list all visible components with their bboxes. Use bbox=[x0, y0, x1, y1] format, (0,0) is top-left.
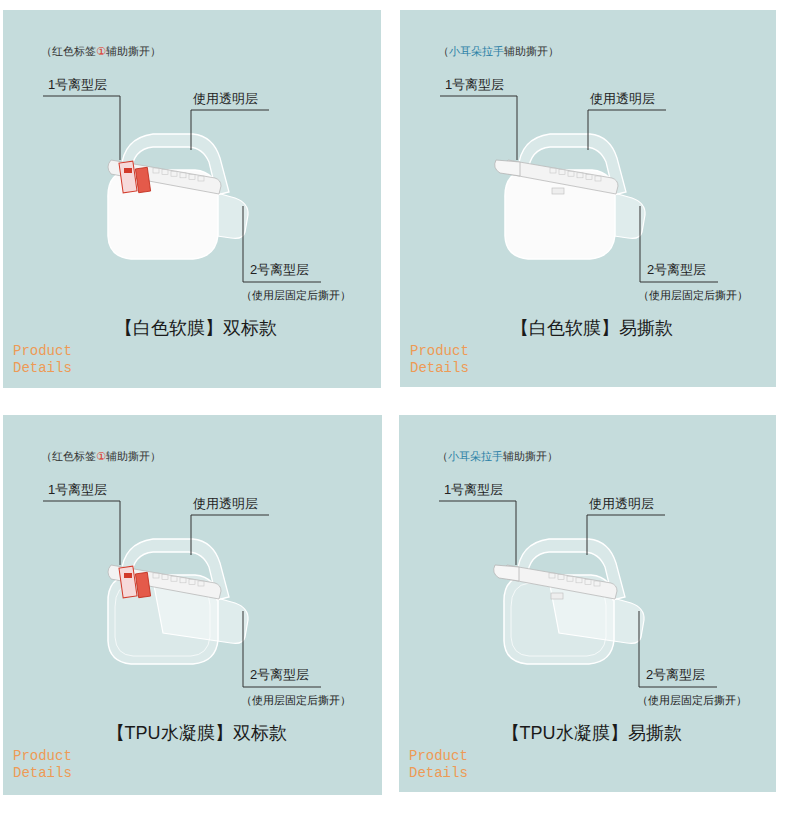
release-layer-1 bbox=[108, 565, 221, 599]
red-tab-label bbox=[119, 161, 137, 193]
strip-print bbox=[171, 171, 177, 176]
note-text: （使用层固定后撕开） bbox=[637, 693, 747, 708]
leader-line bbox=[439, 501, 516, 565]
leader-line bbox=[191, 110, 269, 150]
release-layer-1 bbox=[108, 160, 221, 194]
strip-print bbox=[171, 576, 177, 581]
leader-line bbox=[587, 515, 665, 555]
strip-print bbox=[189, 579, 195, 584]
layer-label: 使用透明层 bbox=[589, 495, 654, 513]
tear-hint: （小耳朵拉手辅助撕开） bbox=[438, 44, 559, 59]
leader-line bbox=[243, 206, 321, 282]
hint-text: ① bbox=[96, 45, 106, 57]
strip-print bbox=[162, 575, 168, 580]
layer-label: 使用透明层 bbox=[590, 90, 655, 108]
tear-hint: （小耳朵拉手辅助撕开） bbox=[437, 449, 558, 464]
hint-text: 小耳朵拉手 bbox=[448, 450, 503, 462]
layer-label: 1号离型层 bbox=[48, 76, 107, 94]
hint-text: （红色标签 bbox=[41, 450, 96, 462]
red-tab-mark bbox=[124, 168, 132, 173]
strip-print bbox=[550, 168, 556, 173]
hint-text: 辅助撕开） bbox=[106, 45, 161, 57]
red-tab-mark bbox=[124, 573, 132, 578]
watermark-text: Product Details bbox=[13, 748, 79, 782]
red-tab-label bbox=[119, 566, 137, 598]
red-tab-label bbox=[135, 572, 150, 597]
tear-hint: （红色标签①辅助撕开） bbox=[41, 449, 161, 464]
note-text: （使用层固定后撕开） bbox=[638, 288, 748, 303]
strip-print bbox=[595, 176, 601, 181]
strip-print bbox=[180, 578, 186, 583]
product-panel: （小耳朵拉手辅助撕开）1号离型层使用透明层2号离型层（使用层固定后撕开）【白色软… bbox=[400, 10, 776, 387]
watermark-text: Product Details bbox=[409, 748, 475, 782]
strip-print bbox=[558, 575, 564, 580]
layer-label: 1号离型层 bbox=[445, 76, 504, 94]
panel-title: 【TPU水凝膜】双标款 bbox=[7, 721, 386, 745]
note-text: （使用层固定后撕开） bbox=[241, 693, 351, 708]
layer-label: 2号离型层 bbox=[250, 666, 309, 684]
layer-label: 2号离型层 bbox=[647, 261, 706, 279]
tear-hint: （红色标签①辅助撕开） bbox=[41, 44, 161, 59]
tab-notch bbox=[552, 188, 564, 194]
leader-line bbox=[43, 501, 120, 565]
layer-label: 2号离型层 bbox=[646, 666, 705, 684]
release-layer-1 bbox=[504, 565, 617, 599]
leader-line bbox=[640, 206, 718, 282]
strip-print bbox=[568, 171, 574, 176]
leader-line bbox=[440, 96, 517, 160]
watermark-text: Product Details bbox=[410, 343, 476, 377]
note-text: （使用层固定后撕开） bbox=[241, 288, 351, 303]
layer-label: 使用透明层 bbox=[193, 495, 258, 513]
strip-print bbox=[153, 573, 159, 578]
watermark-text: Product Details bbox=[13, 343, 79, 377]
strip-print bbox=[577, 173, 583, 178]
leader-line bbox=[639, 611, 717, 687]
ear-pull-tab bbox=[495, 160, 520, 176]
tab-notch bbox=[551, 593, 563, 599]
hint-text: （ bbox=[438, 45, 449, 57]
strip-print bbox=[576, 578, 582, 583]
leader-line bbox=[191, 515, 269, 555]
hint-text: 辅助撕开） bbox=[106, 450, 161, 462]
strip-print bbox=[189, 174, 195, 179]
strip-print bbox=[153, 168, 159, 173]
panel-title: 【TPU水凝膜】易撕款 bbox=[403, 721, 780, 745]
strip-print bbox=[559, 170, 565, 175]
release-layer-1 bbox=[505, 160, 618, 194]
layer-label: 1号离型层 bbox=[444, 481, 503, 499]
strip-print bbox=[549, 573, 555, 578]
strip-print bbox=[585, 579, 591, 584]
strip-print bbox=[162, 170, 168, 175]
hint-text: （ bbox=[437, 450, 448, 462]
product-panel: （小耳朵拉手辅助撕开）1号离型层使用透明层2号离型层（使用层固定后撕开）【TPU… bbox=[399, 415, 776, 792]
strip-print bbox=[198, 176, 204, 181]
hint-text: 辅助撕开） bbox=[503, 450, 558, 462]
hint-text: 小耳朵拉手 bbox=[449, 45, 504, 57]
hint-text: ① bbox=[96, 450, 106, 462]
layer-label: 使用透明层 bbox=[193, 90, 258, 108]
leader-line bbox=[588, 110, 666, 150]
hint-text: 辅助撕开） bbox=[504, 45, 559, 57]
layer-label: 1号离型层 bbox=[48, 481, 107, 499]
strip-print bbox=[198, 581, 204, 586]
strip-print bbox=[594, 581, 600, 586]
layer-label: 2号离型层 bbox=[250, 261, 309, 279]
leader-line bbox=[43, 96, 120, 160]
strip-print bbox=[180, 173, 186, 178]
leader-line bbox=[243, 611, 321, 687]
hint-text: （红色标签 bbox=[41, 45, 96, 57]
strip-print bbox=[586, 174, 592, 179]
ear-pull-tab bbox=[494, 565, 519, 581]
product-panel: （红色标签①辅助撕开）1号离型层使用透明层2号离型层（使用层固定后撕开）【白色软… bbox=[3, 10, 381, 388]
strip-print bbox=[567, 576, 573, 581]
panel-title: 【白色软膜】易撕款 bbox=[404, 316, 780, 340]
product-panel: （红色标签①辅助撕开）1号离型层使用透明层2号离型层（使用层固定后撕开）【TPU… bbox=[3, 415, 382, 795]
red-tab-label bbox=[135, 167, 150, 192]
panel-title: 【白色软膜】双标款 bbox=[7, 316, 385, 340]
